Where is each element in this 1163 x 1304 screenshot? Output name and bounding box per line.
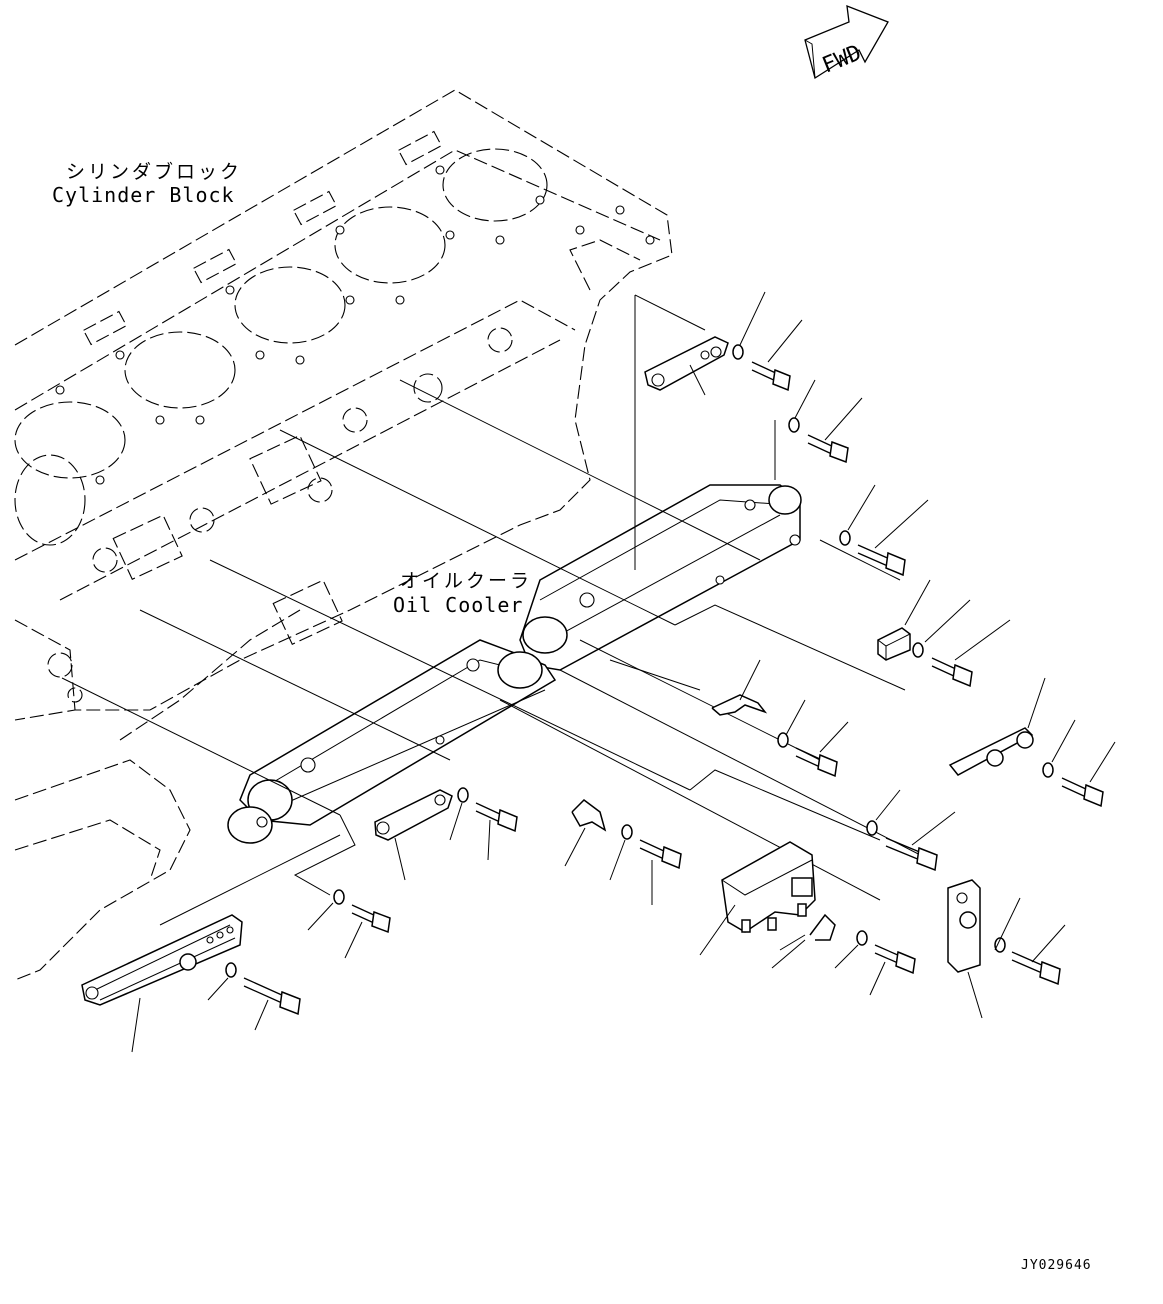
bracket-upper-right [644, 336, 729, 391]
callout-leaders [131, 291, 1116, 1053]
clip-bracket-a [711, 694, 768, 716]
cylinder-block [14, 89, 673, 981]
clip-bracket-b [571, 799, 607, 832]
plate-right [948, 727, 1034, 776]
oil-cooler-label-en: Oil Cooler [393, 593, 524, 617]
small-clip [779, 913, 836, 951]
fwd-label: FWD [819, 41, 865, 79]
washers [225, 344, 1054, 978]
fwd-direction-arrow-icon: FWD [804, 4, 889, 80]
oil-cooler-label-jp: オイルクーラ [400, 570, 533, 592]
bolts [243, 361, 1104, 1016]
long-bracket [81, 914, 243, 1006]
spacer-block [877, 627, 911, 661]
drawing-code: JY029646 [1021, 1258, 1092, 1273]
oil-cooler-assembly [227, 484, 802, 844]
cylinder-block-label-jp: シリンダブロック [66, 161, 243, 183]
bracket-lower-mid [374, 789, 453, 841]
vertical-plate [947, 879, 981, 973]
cylinder-block-label-en: Cylinder Block [52, 183, 235, 207]
saddle-bracket [721, 841, 816, 933]
